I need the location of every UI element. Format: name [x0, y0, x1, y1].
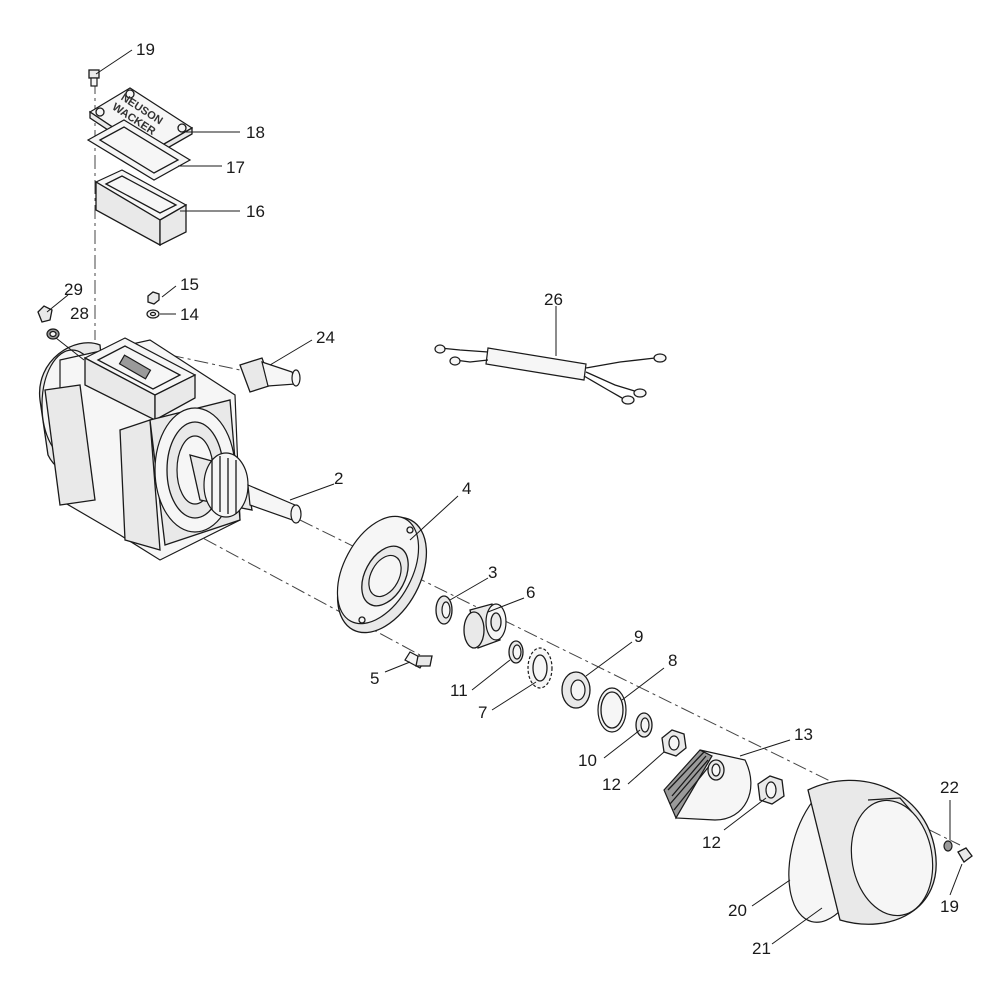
- small-ring: [508, 640, 524, 664]
- retaining-ring: [597, 687, 627, 733]
- callout-10: 10: [578, 751, 597, 770]
- cable-gland: [239, 357, 301, 393]
- cover-gasket: [86, 119, 192, 181]
- callout-12-inner: 12: [602, 775, 621, 794]
- callout-20: 20: [728, 901, 747, 920]
- flat-washer: [561, 671, 591, 709]
- rotor-shaft: [189, 452, 302, 524]
- small-washer: [635, 712, 653, 738]
- callout-5: 5: [370, 669, 379, 688]
- eccentric-weight: [663, 749, 752, 821]
- callout-7: 7: [478, 703, 487, 722]
- callout-26: 26: [544, 290, 563, 309]
- callout-3: 3: [488, 563, 497, 582]
- callout-15: 15: [180, 275, 199, 294]
- callout-22: 22: [940, 778, 959, 797]
- terminal-box-frame: [94, 169, 188, 247]
- callout-24: 24: [316, 328, 335, 347]
- callout-16: 16: [246, 202, 265, 221]
- callout-19-bottom: 19: [940, 897, 959, 916]
- end-cap: [788, 779, 937, 925]
- callout-29: 29: [64, 280, 83, 299]
- callout-17: 17: [226, 158, 245, 177]
- callout-6: 6: [526, 583, 535, 602]
- callout-14: 14: [180, 305, 199, 324]
- top-screw: [88, 69, 100, 87]
- leader-lines: [46, 49, 963, 945]
- end-plate: [336, 515, 428, 634]
- callout-8: 8: [668, 651, 677, 670]
- callout-28: 28: [70, 304, 89, 323]
- callout-labels: 19 18 17 16 15 14 29 28 24 26 2 4 3 6 5 …: [64, 40, 959, 958]
- callout-18: 18: [246, 123, 265, 142]
- cap-washer-and-screw: [943, 840, 973, 863]
- callout-12-outer: 12: [702, 833, 721, 852]
- nut-and-washer: [146, 291, 160, 319]
- callout-4: 4: [462, 479, 471, 498]
- callout-19-top: 19: [136, 40, 155, 59]
- callout-11: 11: [450, 681, 468, 700]
- motor-housing: [39, 337, 241, 561]
- callout-2: 2: [334, 469, 343, 488]
- callout-21: 21: [752, 939, 771, 958]
- hex-nut: [661, 729, 687, 757]
- callout-9: 9: [634, 627, 643, 646]
- mounting-bolt: [404, 651, 433, 669]
- spacer-ring: [435, 595, 453, 625]
- wire-harness: [434, 344, 667, 405]
- callout-13: 13: [794, 725, 813, 744]
- toothed-lock-washer: [527, 647, 553, 689]
- hex-nut-outer: [757, 775, 785, 805]
- ball-bearing: [463, 603, 507, 649]
- plug-and-seal: [37, 305, 60, 340]
